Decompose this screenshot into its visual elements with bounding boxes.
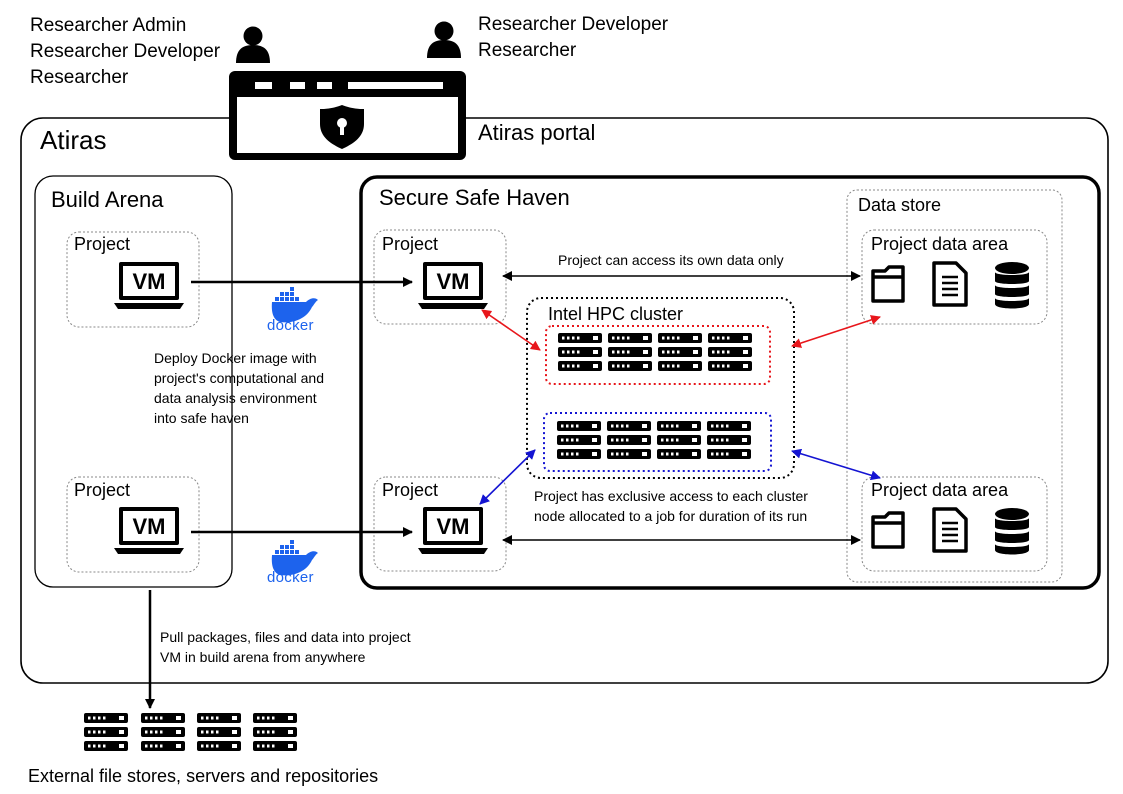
note-line: project's computational and bbox=[154, 370, 324, 386]
hpc-label: Intel HPC cluster bbox=[548, 304, 684, 324]
build-arena-container bbox=[34, 175, 233, 588]
haven-project-label-1: Project bbox=[382, 234, 439, 254]
note-line: data analysis environment bbox=[154, 390, 317, 406]
safe-haven-container bbox=[359, 175, 1101, 590]
note-line: node allocated to a job for duration of … bbox=[534, 508, 808, 524]
docker-label-2: docker bbox=[267, 569, 314, 586]
portal-browser-icon bbox=[229, 71, 466, 160]
hpc-blue-racks bbox=[557, 421, 751, 459]
external-label: External file stores, servers and reposi… bbox=[28, 766, 379, 786]
blue-arrow-vm bbox=[479, 449, 536, 505]
role-label: Researcher bbox=[30, 67, 129, 88]
person-icon bbox=[427, 21, 461, 58]
hpc-red-racks bbox=[558, 333, 752, 371]
build-project-box-2 bbox=[66, 476, 200, 573]
person-icon bbox=[236, 26, 270, 63]
role-label: Researcher Developer bbox=[478, 14, 669, 35]
red-arrow-vm bbox=[481, 309, 541, 351]
data-area-box-1 bbox=[861, 229, 1048, 325]
haven-project-box-2 bbox=[373, 476, 507, 572]
folder-icon bbox=[871, 511, 905, 549]
database-icon bbox=[995, 262, 1029, 309]
atiras-container bbox=[20, 117, 1109, 684]
laptop-vm-icon bbox=[114, 262, 184, 309]
note-line: VM in build arena from anywhere bbox=[160, 649, 366, 665]
note-line: Deploy Docker image with bbox=[154, 350, 317, 366]
hpc-blue-group bbox=[543, 412, 772, 472]
server-rack-icon bbox=[558, 333, 602, 371]
build-arena-label: Build Arena bbox=[51, 187, 164, 212]
note-line: into safe haven bbox=[154, 410, 249, 426]
server-rack-icon bbox=[658, 333, 702, 371]
roles-right: Researcher Developer Researcher bbox=[478, 12, 668, 64]
laptop-vm-icon bbox=[114, 507, 184, 554]
server-rack-icon bbox=[608, 333, 652, 371]
haven-project-label-2: Project bbox=[382, 480, 439, 500]
role-label: Researcher Developer bbox=[30, 41, 221, 62]
server-rack-icon bbox=[253, 713, 297, 751]
data-area-label-1: Project data area bbox=[871, 234, 1009, 254]
build-project-label-2: Project bbox=[74, 480, 131, 500]
access-own-note: Project can access its own data only bbox=[558, 252, 784, 268]
server-rack-icon bbox=[197, 713, 241, 751]
blue-arrow-data bbox=[791, 448, 881, 481]
data-store-label: Data store bbox=[858, 195, 942, 215]
data-area-label-2: Project data area bbox=[871, 480, 1009, 500]
exclusive-access-note: Project has exclusive access to each clu… bbox=[534, 486, 808, 526]
red-arrow-data bbox=[791, 315, 881, 348]
server-rack-icon bbox=[557, 421, 601, 459]
data-area-box-2 bbox=[861, 476, 1048, 572]
data-store-container bbox=[846, 189, 1063, 583]
roles-left: Researcher Admin Researcher Developer Re… bbox=[30, 13, 220, 91]
portal-label: Atiras portal bbox=[478, 120, 596, 145]
atiras-label: Atiras bbox=[40, 125, 107, 155]
hpc-cluster-box bbox=[526, 297, 795, 479]
pull-note: Pull packages, files and data into proje… bbox=[160, 627, 411, 667]
build-project-box-1 bbox=[66, 231, 200, 328]
server-rack-icon bbox=[657, 421, 701, 459]
note-line: Pull packages, files and data into proje… bbox=[160, 629, 411, 645]
server-rack-icon bbox=[84, 713, 128, 751]
server-rack-icon bbox=[607, 421, 651, 459]
role-label: Researcher Admin bbox=[30, 15, 187, 36]
database-icon bbox=[995, 508, 1029, 555]
server-rack-icon bbox=[707, 421, 751, 459]
laptop-vm-icon bbox=[418, 507, 488, 554]
deploy-note: Deploy Docker image with project's compu… bbox=[154, 348, 324, 428]
document-icon bbox=[932, 507, 968, 553]
laptop-vm-icon bbox=[418, 262, 488, 309]
note-line: Project has exclusive access to each clu… bbox=[534, 488, 808, 504]
safe-haven-label: Secure Safe Haven bbox=[379, 185, 570, 210]
external-servers bbox=[84, 713, 297, 751]
document-icon bbox=[932, 261, 968, 307]
hpc-red-group bbox=[545, 325, 771, 385]
docker-label-1: docker bbox=[267, 317, 314, 334]
server-rack-icon bbox=[708, 333, 752, 371]
server-rack-icon bbox=[141, 713, 185, 751]
build-project-label-1: Project bbox=[74, 234, 131, 254]
folder-icon bbox=[871, 265, 905, 303]
role-label: Researcher bbox=[478, 40, 577, 61]
